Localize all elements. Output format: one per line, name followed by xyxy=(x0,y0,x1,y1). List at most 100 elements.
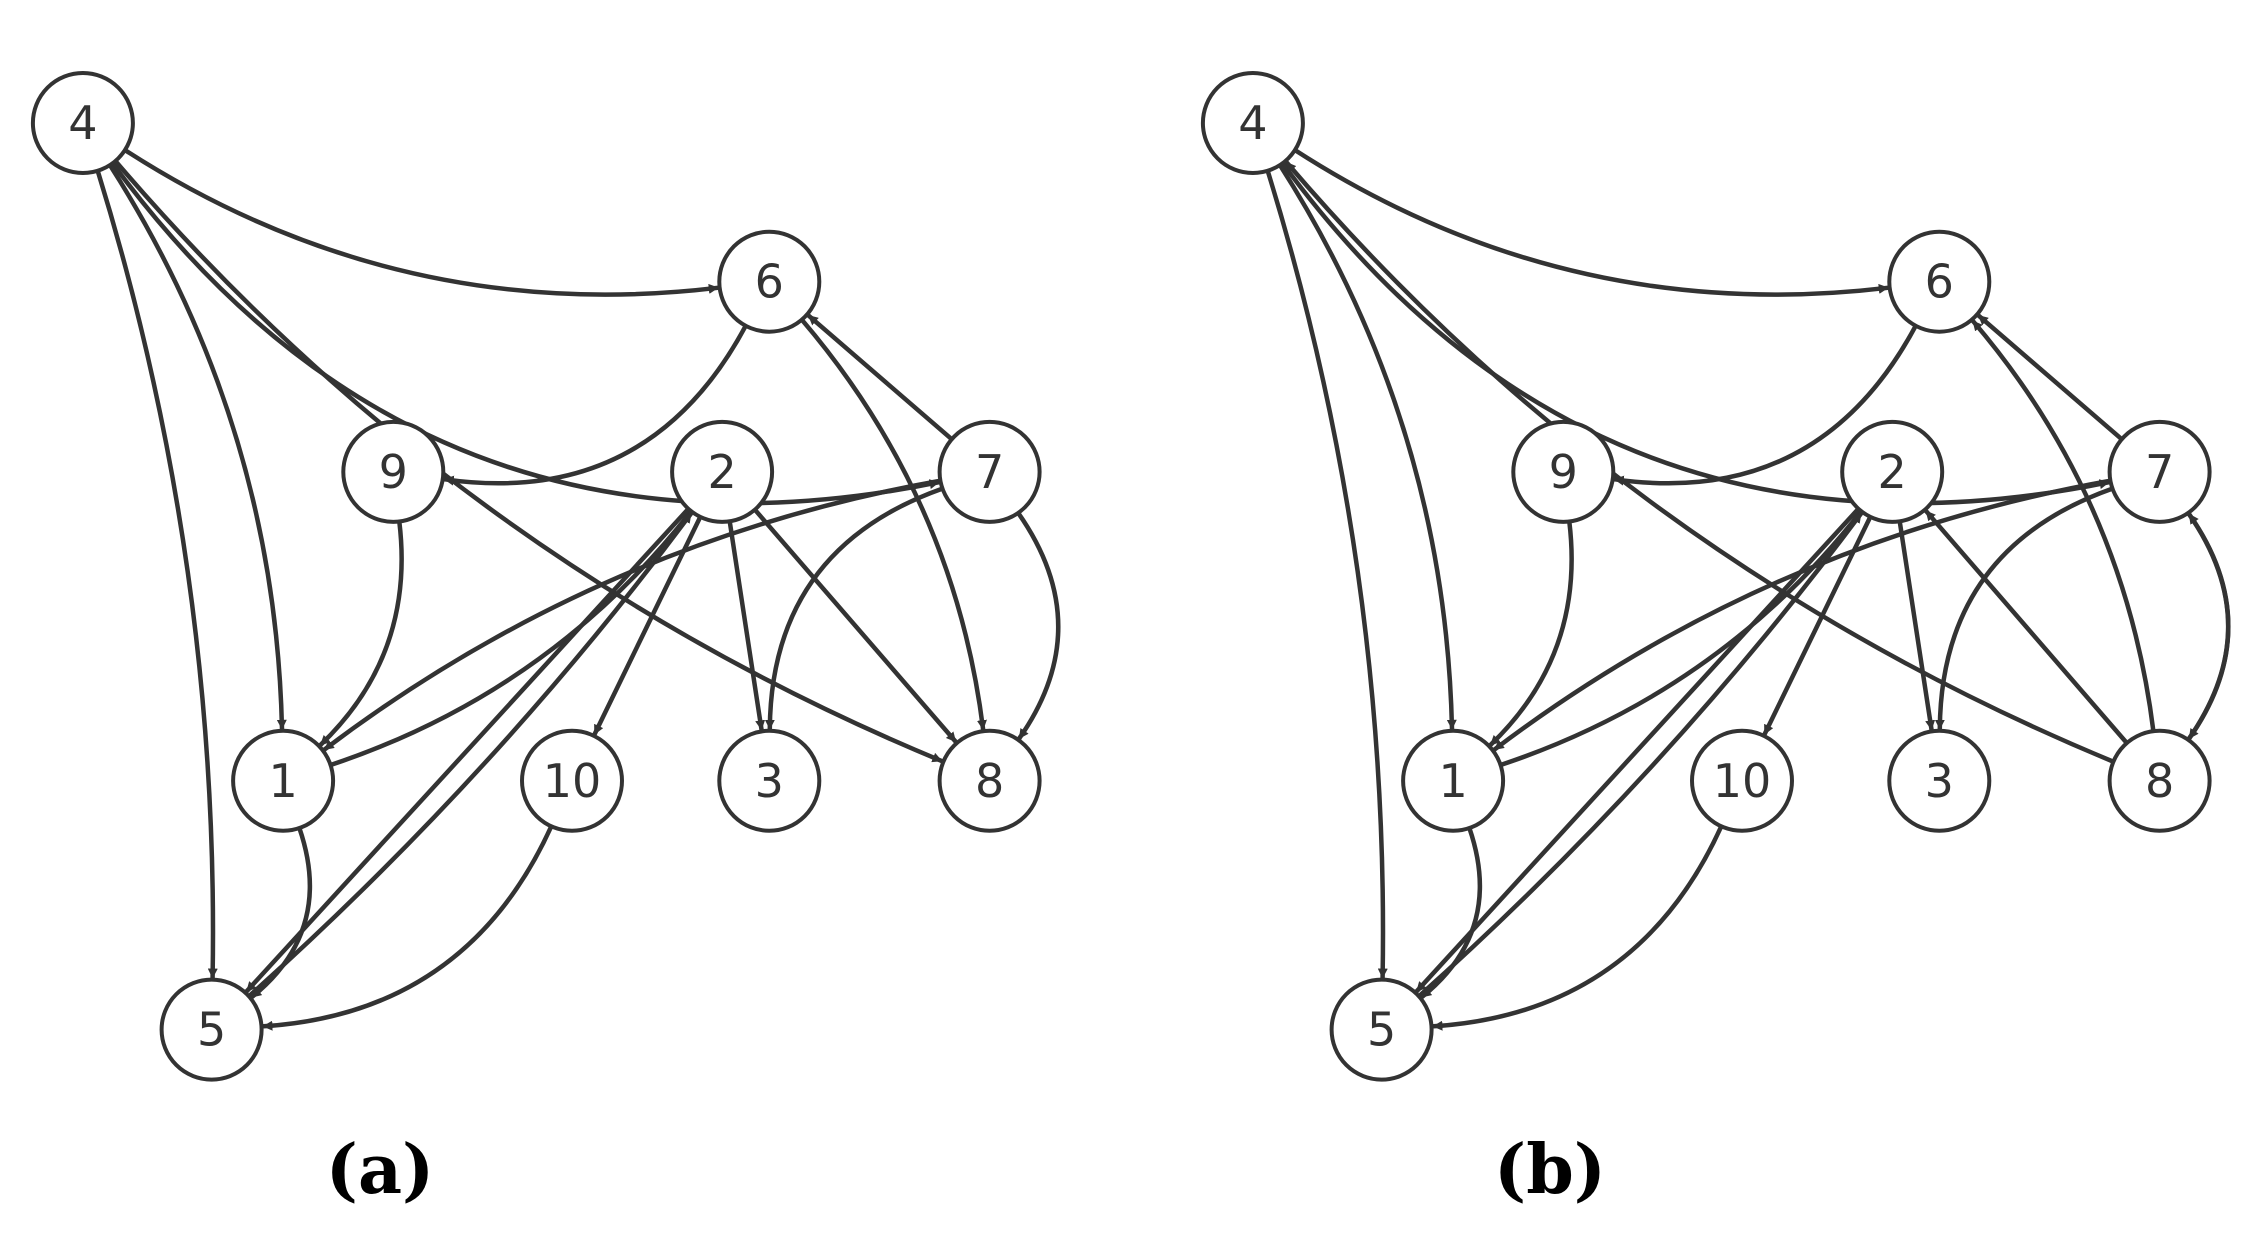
node-circle xyxy=(1401,728,1506,833)
node-circle xyxy=(1329,977,1434,1082)
panel-a: 4 6 9 2 7 1 10 3 8 5 (a) xyxy=(30,71,1061,1210)
node-label: 5 xyxy=(1367,1003,1396,1057)
edge-4-to-5 xyxy=(1265,168,1388,980)
edge-8-to-2 xyxy=(1923,508,2130,746)
node-label: 3 xyxy=(755,754,784,808)
node-3: 3 xyxy=(1887,728,1992,833)
edge-2-to-5 xyxy=(244,506,691,994)
edge-1-to-5 xyxy=(249,825,313,1000)
node-label: 10 xyxy=(543,754,602,808)
node-9: 9 xyxy=(341,419,446,524)
edge-2-to-3 xyxy=(727,519,766,732)
panel-a-edges xyxy=(95,147,1061,1031)
node-circle xyxy=(1887,728,1992,833)
node-circle xyxy=(717,728,822,833)
node-label: 4 xyxy=(1238,96,1267,150)
node-4: 4 xyxy=(30,71,135,175)
edge-5-to-2 xyxy=(1416,511,1864,999)
node-circle xyxy=(1511,419,1616,524)
node-8: 8 xyxy=(937,728,1042,833)
edge-10-to-5 xyxy=(261,824,554,1031)
edge-1-to-2 xyxy=(328,510,693,768)
edge-2-to-3 xyxy=(1897,519,1936,732)
edge-7-to-3 xyxy=(1934,486,2115,732)
node-circle xyxy=(1690,728,1794,833)
panel-b-nodes: 4 6 9 2 7 1 10 3 8 5 xyxy=(1200,71,2212,1082)
edge-7-to-3 xyxy=(764,486,945,732)
edge-4-to-1 xyxy=(1277,162,1457,732)
panel-a-label: (a) xyxy=(326,1130,434,1210)
node-circle xyxy=(1200,71,1305,175)
node-label: 5 xyxy=(197,1003,226,1057)
node-10: 10 xyxy=(1690,728,1794,833)
edge-4-to-1 xyxy=(107,162,287,732)
node-label: 2 xyxy=(1878,445,1907,499)
edge-4-to-7 xyxy=(110,161,941,506)
edge-2-to-8 xyxy=(752,507,958,744)
node-2: 2 xyxy=(670,419,775,524)
node-circle xyxy=(341,419,446,524)
node-circle xyxy=(937,728,1042,833)
node-circle xyxy=(1840,419,1945,524)
panel-b-label: (b) xyxy=(1494,1130,1606,1210)
edge-9-to-1 xyxy=(1488,519,1574,748)
node-label: 3 xyxy=(1925,754,1954,808)
node-3: 3 xyxy=(717,728,822,833)
edge-7-to-1 xyxy=(1492,478,2113,752)
node-1: 1 xyxy=(1401,728,1506,833)
node-circle xyxy=(159,977,264,1082)
node-label: 6 xyxy=(755,255,784,309)
node-label: 8 xyxy=(975,754,1004,808)
edge-6-to-9 xyxy=(442,323,748,486)
node-label: 9 xyxy=(1549,445,1578,499)
node-5: 5 xyxy=(159,977,264,1082)
node-6: 6 xyxy=(1887,229,1992,334)
node-2: 2 xyxy=(1840,419,1945,524)
edge-2-to-5 xyxy=(1414,506,1861,994)
edge-7-to-1 xyxy=(322,478,943,752)
edge-6-to-9 xyxy=(1612,323,1918,486)
node-label: 2 xyxy=(707,445,736,499)
node-label: 7 xyxy=(975,445,1004,499)
node-circle xyxy=(670,419,775,524)
node-circle xyxy=(1887,229,1992,334)
node-10: 10 xyxy=(520,728,624,833)
node-circle xyxy=(2107,419,2212,524)
edge-1-to-5 xyxy=(1419,825,1483,1000)
node-7: 7 xyxy=(937,419,1042,524)
panel-b: 4 6 9 2 7 1 10 3 8 5 (b) xyxy=(1200,71,2231,1210)
node-label: 8 xyxy=(2145,754,2174,808)
edge-7-to-8 xyxy=(1015,510,1061,741)
edge-8-to-7 xyxy=(2185,512,2231,743)
edge-8-to-4 xyxy=(1284,160,2116,764)
node-circle xyxy=(30,71,135,175)
edge-6-to-8 xyxy=(799,317,987,732)
node-4: 4 xyxy=(1200,71,1305,175)
edge-10-to-5 xyxy=(1431,824,1724,1031)
node-label: 7 xyxy=(2145,445,2174,499)
node-circle xyxy=(231,728,336,833)
node-circle xyxy=(520,728,624,833)
edge-2-to-10 xyxy=(592,514,703,737)
edge-7-to-6 xyxy=(1976,313,2124,442)
panel-a-nodes: 4 6 9 2 7 1 10 3 8 5 xyxy=(30,71,1042,1082)
node-label: 1 xyxy=(1438,754,1467,808)
node-5: 5 xyxy=(1329,977,1434,1082)
edge-5-to-2 xyxy=(246,511,694,999)
edge-4-to-6 xyxy=(1292,147,1890,297)
node-circle xyxy=(717,229,822,334)
edge-4-to-7 xyxy=(1280,161,2111,506)
node-8: 8 xyxy=(2107,728,2212,833)
edge-1-to-2 xyxy=(1498,510,1863,768)
node-7: 7 xyxy=(2107,419,2212,524)
node-9: 9 xyxy=(1511,419,1616,524)
panel-b-edges xyxy=(1265,147,2231,1031)
node-1: 1 xyxy=(231,728,336,833)
edge-4-to-6 xyxy=(122,147,720,297)
edge-9-to-1 xyxy=(318,519,404,748)
node-label: 4 xyxy=(68,96,97,150)
edge-8-to-6 xyxy=(1970,318,2156,734)
edge-4-to-5 xyxy=(95,168,218,980)
edge-4-to-8 xyxy=(113,158,944,764)
node-label: 1 xyxy=(268,754,297,808)
